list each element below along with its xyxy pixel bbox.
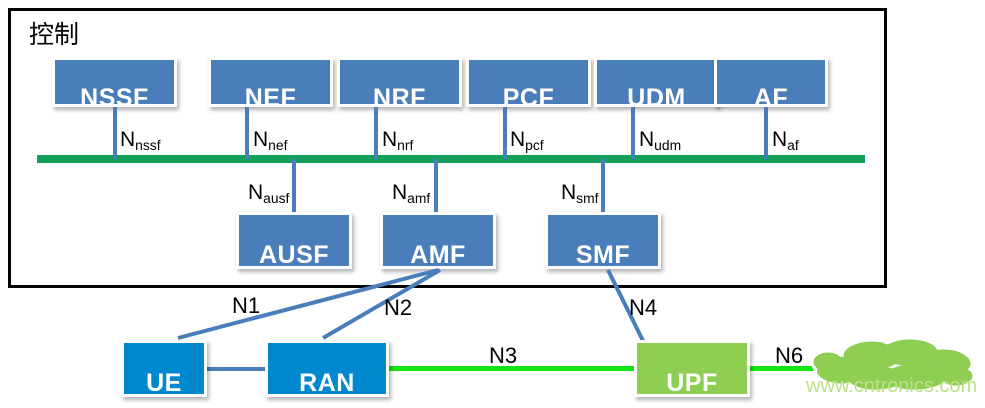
nf-label-ausf: AUSF <box>258 241 330 269</box>
reference-label-n2: N2 <box>384 295 413 320</box>
stem-af <box>764 107 768 159</box>
interface-label-pcf: Npcf <box>510 128 544 153</box>
interface-label-amf: Namf <box>392 181 431 206</box>
interface-prefix-nef: N <box>253 128 269 151</box>
interface-subscript-nrf: nrf <box>397 136 414 153</box>
interface-prefix-smf: N <box>561 181 577 204</box>
nf-label-udm: UDM <box>627 84 686 107</box>
interface-prefix-ausf: N <box>248 181 264 204</box>
interface-subscript-nef: nef <box>268 136 288 153</box>
interface-prefix-pcf: N <box>510 128 526 151</box>
interface-subscript-udm: udm <box>654 136 682 153</box>
stem-ausf <box>292 159 296 212</box>
interface-subscript-af: af <box>787 136 799 153</box>
nf-box-nssf[interactable]: NSSF <box>52 57 177 107</box>
interface-prefix-af: N <box>772 128 788 151</box>
interface-subscript-nssf: nssf <box>135 136 161 153</box>
nf-box-ue[interactable]: UE <box>121 340 207 397</box>
nf-box-pcf[interactable]: PCF <box>466 57 591 107</box>
interface-subscript-smf: smf <box>576 189 599 206</box>
reference-label-n4: N4 <box>629 295 658 320</box>
nf-label-smf: SMF <box>575 241 631 269</box>
interface-label-nssf: Nnssf <box>120 128 161 153</box>
stem-smf <box>601 159 605 212</box>
interface-prefix-nssf: N <box>120 128 136 151</box>
site-watermark: www.cntronics.com <box>806 375 978 397</box>
interface-subscript-pcf: pcf <box>525 136 544 153</box>
nf-label-nef: NEF <box>244 84 297 107</box>
control-plane-title: 控制 <box>29 22 80 49</box>
interface-prefix-amf: N <box>392 181 408 204</box>
interface-label-af: Naf <box>772 128 799 153</box>
data-network-cloud-icon <box>810 336 976 393</box>
nf-label-pcf: PCF <box>502 84 555 107</box>
nf-box-amf[interactable]: AMF <box>380 212 496 269</box>
interface-label-nef: Nnef <box>253 128 288 153</box>
nf-box-smf[interactable]: SMF <box>545 212 661 269</box>
interface-subscript-ausf: ausf <box>263 189 290 206</box>
service-based-bus <box>37 155 865 163</box>
interface-label-smf: Nsmf <box>561 181 599 206</box>
nf-label-af: AF <box>753 84 789 107</box>
interface-subscript-amf: amf <box>407 189 431 206</box>
stem-amf <box>434 159 438 212</box>
reference-label-n6: N6 <box>775 343 804 368</box>
interface-prefix-udm: N <box>639 128 655 151</box>
interface-label-ausf: Nausf <box>248 181 290 206</box>
nf-label-ue: UE <box>146 369 182 397</box>
nf-box-nrf[interactable]: NRF <box>337 57 462 107</box>
nf-label-ran: RAN <box>299 369 355 397</box>
nf-box-upf[interactable]: UPF <box>634 340 750 397</box>
interface-prefix-nrf: N <box>382 128 398 151</box>
nf-box-nef[interactable]: NEF <box>208 57 333 107</box>
stem-nrf <box>374 107 378 159</box>
reference-label-n3: N3 <box>489 343 518 368</box>
stem-pcf <box>503 107 507 159</box>
link-n6 <box>749 366 844 371</box>
nf-label-nrf: NRF <box>373 84 426 107</box>
nf-box-af[interactable]: AF <box>714 57 828 107</box>
nf-label-upf: UPF <box>666 369 718 397</box>
nf-box-udm[interactable]: UDM <box>594 57 719 107</box>
stem-nssf <box>113 107 117 159</box>
interface-label-udm: Nudm <box>639 128 682 153</box>
nf-box-ran[interactable]: RAN <box>265 340 389 397</box>
nf-box-ausf[interactable]: AUSF <box>236 212 352 269</box>
link-n3 <box>388 366 658 371</box>
nf-label-nssf: NSSF <box>80 84 149 107</box>
reference-label-n1: N1 <box>232 293 261 318</box>
nf-label-amf: AMF <box>410 241 466 269</box>
interface-label-nrf: Nnrf <box>382 128 414 153</box>
stem-nef <box>245 107 249 159</box>
stem-udm <box>631 107 635 159</box>
